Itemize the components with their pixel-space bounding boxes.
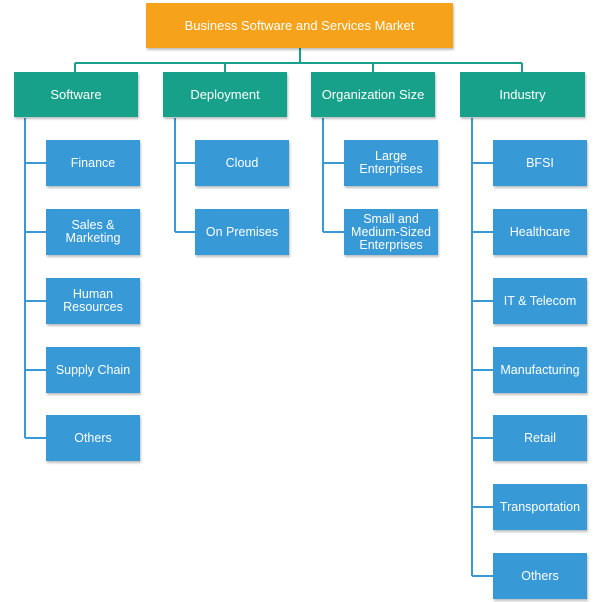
leaf-node: Cloud [195, 140, 289, 186]
leaf-node: Transportation [493, 484, 587, 530]
leaf-label: Small and Medium-Sized Enterprises [351, 211, 431, 252]
leaf-label: BFSI [526, 155, 554, 170]
leaf-node: Others [46, 415, 140, 461]
leaf-node: Small and Medium-Sized Enterprises [344, 209, 438, 255]
category-industry: Industry [460, 72, 585, 117]
leaf-node: Finance [46, 140, 140, 186]
leaf-label: Retail [524, 430, 556, 445]
leaf-label: Manufacturing [500, 362, 580, 377]
leaf-label: On Premises [205, 224, 279, 239]
category-label: Industry [499, 87, 546, 102]
leaf-node: Sales & Marketing [46, 209, 140, 255]
category-software: Software [14, 72, 138, 117]
leaf-label: Human Resources [63, 287, 123, 314]
leaf-node: Others [493, 553, 587, 599]
industry-branch-lines [471, 118, 493, 577]
leaf-node: IT & Telecom [493, 278, 587, 324]
leaf-label: Sales & Marketing [65, 218, 121, 245]
category-label: Software [50, 87, 102, 102]
category-label: Organization Size [321, 87, 425, 102]
leaf-label: Others [521, 568, 559, 583]
leaf-node: Supply Chain [46, 347, 140, 393]
leaf-node: On Premises [195, 209, 289, 255]
leaf-label: Supply Chain [55, 362, 131, 377]
leaf-node: Human Resources [46, 278, 140, 324]
leaf-label: Cloud [225, 155, 259, 170]
leaf-label: Transportation [499, 499, 581, 514]
category-deployment: Deployment [163, 72, 287, 117]
leaf-node: Retail [493, 415, 587, 461]
leaf-node: Manufacturing [493, 347, 587, 393]
leaf-label: Healthcare [509, 224, 571, 239]
organization-size-branch-lines [322, 118, 344, 233]
deployment-branch-lines [174, 118, 195, 233]
leaf-label: Finance [70, 155, 116, 170]
root-label: Business Software and Services Market [184, 18, 415, 33]
root-connector [74, 48, 523, 72]
root-node: Business Software and Services Market [146, 3, 453, 48]
leaf-node: Healthcare [493, 209, 587, 255]
leaf-node: Large Enterprises [344, 140, 438, 186]
leaf-node: BFSI [493, 140, 587, 186]
leaf-label: Large Enterprises [359, 149, 423, 176]
software-branch-lines [24, 118, 46, 439]
category-label: Deployment [190, 87, 260, 102]
leaf-label: Others [74, 430, 112, 445]
leaf-label: IT & Telecom [503, 293, 577, 308]
category-organization-size: Organization Size [311, 72, 435, 117]
